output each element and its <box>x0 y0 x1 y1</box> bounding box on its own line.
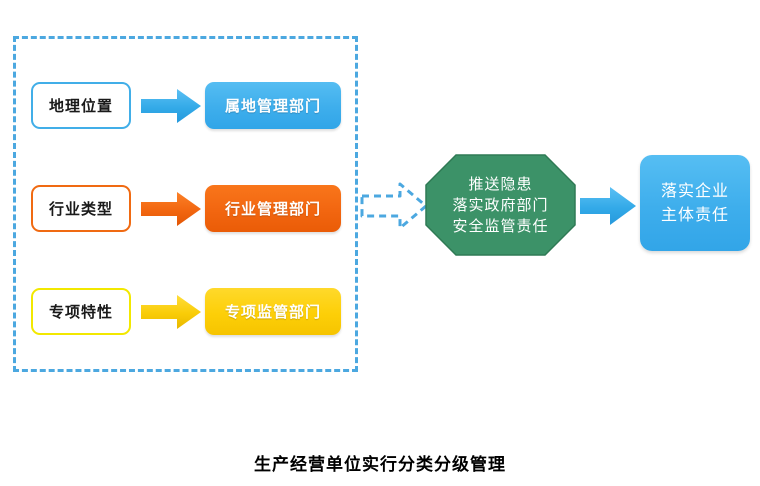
criterion-label: 行业类型 <box>48 200 113 218</box>
outcome-line-1: 落实企业 <box>660 181 729 200</box>
dashed-arrow-icon <box>360 180 430 232</box>
arrow-icon-row1 <box>141 86 203 126</box>
department-label: 行业管理部门 <box>224 200 321 218</box>
department-box-special-supervision[interactable]: 专项监管部门 <box>205 288 341 335</box>
classification-criteria-group <box>13 36 358 372</box>
arrow-icon-row3 <box>141 292 203 332</box>
criterion-box-geographic-location[interactable]: 地理位置 <box>31 82 131 129</box>
department-label: 属地管理部门 <box>224 97 321 115</box>
outcome-line-2: 主体责任 <box>660 205 729 224</box>
department-box-territorial[interactable]: 属地管理部门 <box>205 82 341 129</box>
department-label: 专项监管部门 <box>224 303 321 321</box>
arrow-icon-final <box>580 184 642 228</box>
diagram-caption: 生产经营单位实行分类分级管理 <box>254 455 506 475</box>
criterion-label: 地理位置 <box>48 97 113 115</box>
criterion-box-special-characteristic[interactable]: 专项特性 <box>31 288 131 335</box>
outcome-box-enterprise-responsibility[interactable]: 落实企业 主体责任 <box>640 155 750 251</box>
department-box-industry[interactable]: 行业管理部门 <box>205 185 341 232</box>
arrow-icon-row2 <box>141 189 203 229</box>
criterion-box-industry-type[interactable]: 行业类型 <box>31 185 131 232</box>
criterion-label: 专项特性 <box>48 303 113 321</box>
octagon-shape-government-duty[interactable] <box>425 154 576 256</box>
